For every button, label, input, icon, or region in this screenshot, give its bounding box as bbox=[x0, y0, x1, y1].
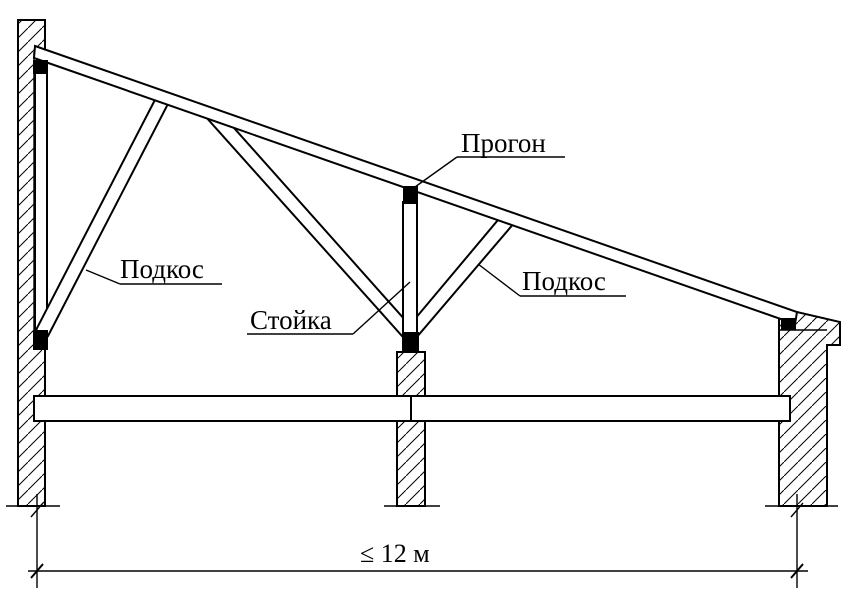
left-bearing-block bbox=[33, 330, 48, 350]
left-strut bbox=[34, 92, 172, 338]
leader-lines bbox=[85, 156, 626, 335]
floor-beam bbox=[33, 395, 791, 422]
central-purlin bbox=[403, 186, 418, 204]
strut-right-label: Подкос bbox=[522, 266, 606, 296]
left-post bbox=[34, 61, 48, 335]
central-post bbox=[402, 201, 418, 335]
span-dimension: ≤ 12 м bbox=[28, 494, 808, 588]
strut-left-label: Подкос bbox=[120, 254, 204, 284]
post-label: Стойка bbox=[250, 305, 332, 335]
middle-wall bbox=[396, 351, 426, 507]
span-dimension-label: ≤ 12 м bbox=[360, 539, 430, 568]
right-strut bbox=[402, 212, 517, 340]
middle-bearing-block bbox=[402, 332, 419, 352]
purlin-label: Прогон bbox=[461, 128, 546, 158]
top-left-purlin bbox=[33, 60, 48, 74]
right-bearing-block bbox=[781, 318, 796, 330]
